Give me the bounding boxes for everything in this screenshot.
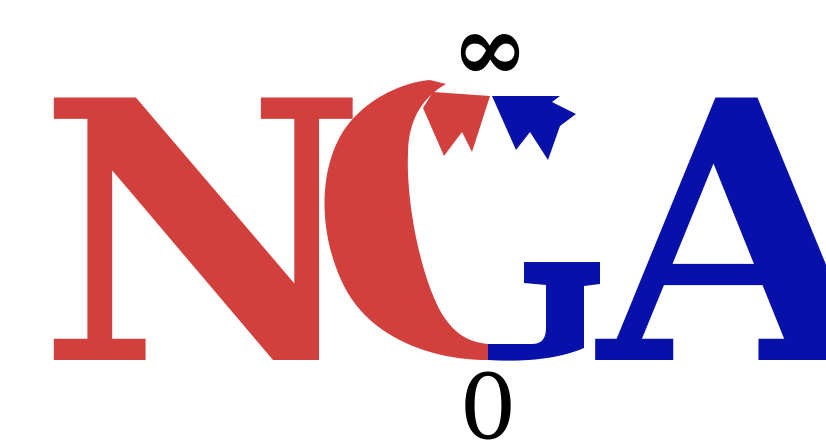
letter-g [324,80,600,361]
g-red-half [324,80,488,360]
infinity-symbol: ∞ [452,0,529,102]
zero-symbol: 0 [459,355,516,442]
blue-arrow-icon [492,96,576,160]
g-blue-half [488,262,600,361]
letter-a: A [592,22,826,442]
letter-n: N [38,22,367,442]
red-arrow-icon [423,92,490,156]
